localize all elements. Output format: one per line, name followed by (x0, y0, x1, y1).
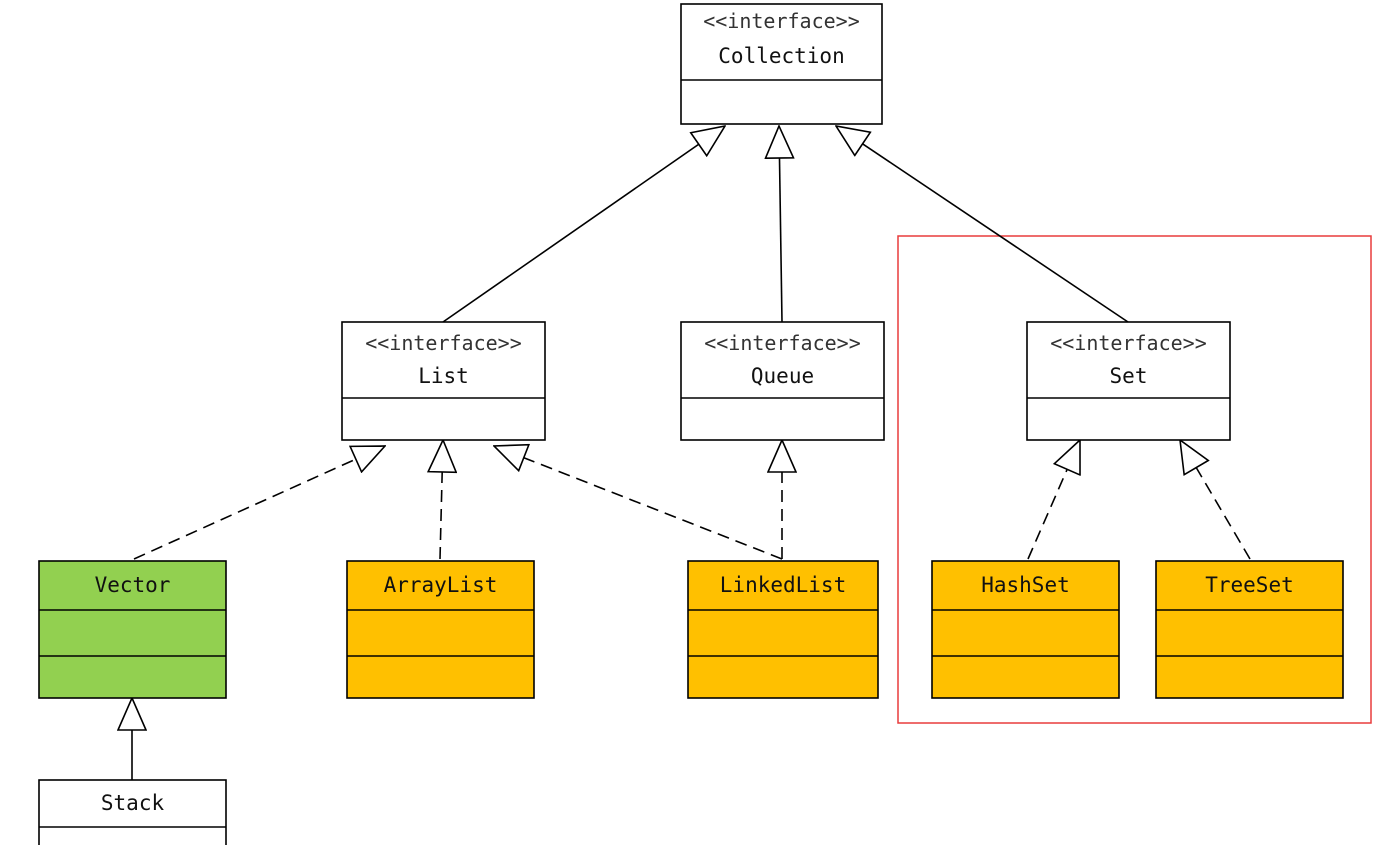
stack-box (38, 779, 227, 845)
collection-box (680, 3, 883, 125)
treeset-box (1155, 560, 1344, 699)
class-treeset: TreeSet (1155, 560, 1344, 699)
edge-list-collection (442, 126, 725, 323)
arraylist-name: ArrayList (384, 573, 498, 597)
list-name: List (418, 364, 469, 388)
collection-name: Collection (718, 44, 844, 68)
edge-hashset-set (1027, 440, 1080, 560)
edge-arraylist-list (440, 440, 443, 560)
set-stereotype: <<interface>> (1050, 331, 1207, 355)
edge-treeset-set (1180, 440, 1251, 560)
interface-queue: <<interface>> Queue (680, 321, 885, 441)
edge-set-collection (836, 126, 1129, 323)
set-group-highlight (897, 235, 1372, 724)
class-stack: Stack (38, 779, 227, 845)
class-vector: Vector (38, 560, 227, 699)
list-stereotype: <<interface>> (365, 331, 522, 355)
interface-collection: <<interface>> Collection (680, 3, 883, 125)
edge-queue-collection (779, 126, 782, 323)
queue-box (680, 321, 885, 441)
vector-box (38, 560, 227, 699)
queue-name: Queue (751, 364, 814, 388)
list-box (341, 321, 546, 441)
linkedlist-name: LinkedList (720, 573, 846, 597)
edge-vector-list (133, 446, 385, 560)
treeset-name: TreeSet (1205, 573, 1294, 597)
hashset-box (931, 560, 1120, 699)
edges (132, 126, 1251, 780)
set-box (1026, 321, 1231, 441)
class-linkedlist: LinkedList (687, 560, 879, 699)
class-arraylist: ArrayList (346, 560, 535, 699)
interface-list: <<interface>> List (341, 321, 546, 441)
stack-name: Stack (101, 791, 165, 815)
linkedlist-box (687, 560, 879, 699)
class-hashset: HashSet (931, 560, 1120, 699)
queue-stereotype: <<interface>> (704, 331, 861, 355)
vector-name: Vector (95, 573, 171, 597)
edge-linkedlist-list (494, 446, 783, 560)
interface-set: <<interface>> Set (1026, 321, 1231, 441)
hashset-name: HashSet (981, 573, 1070, 597)
arraylist-box (346, 560, 535, 699)
set-name: Set (1110, 364, 1148, 388)
collection-stereotype: <<interface>> (703, 9, 860, 33)
